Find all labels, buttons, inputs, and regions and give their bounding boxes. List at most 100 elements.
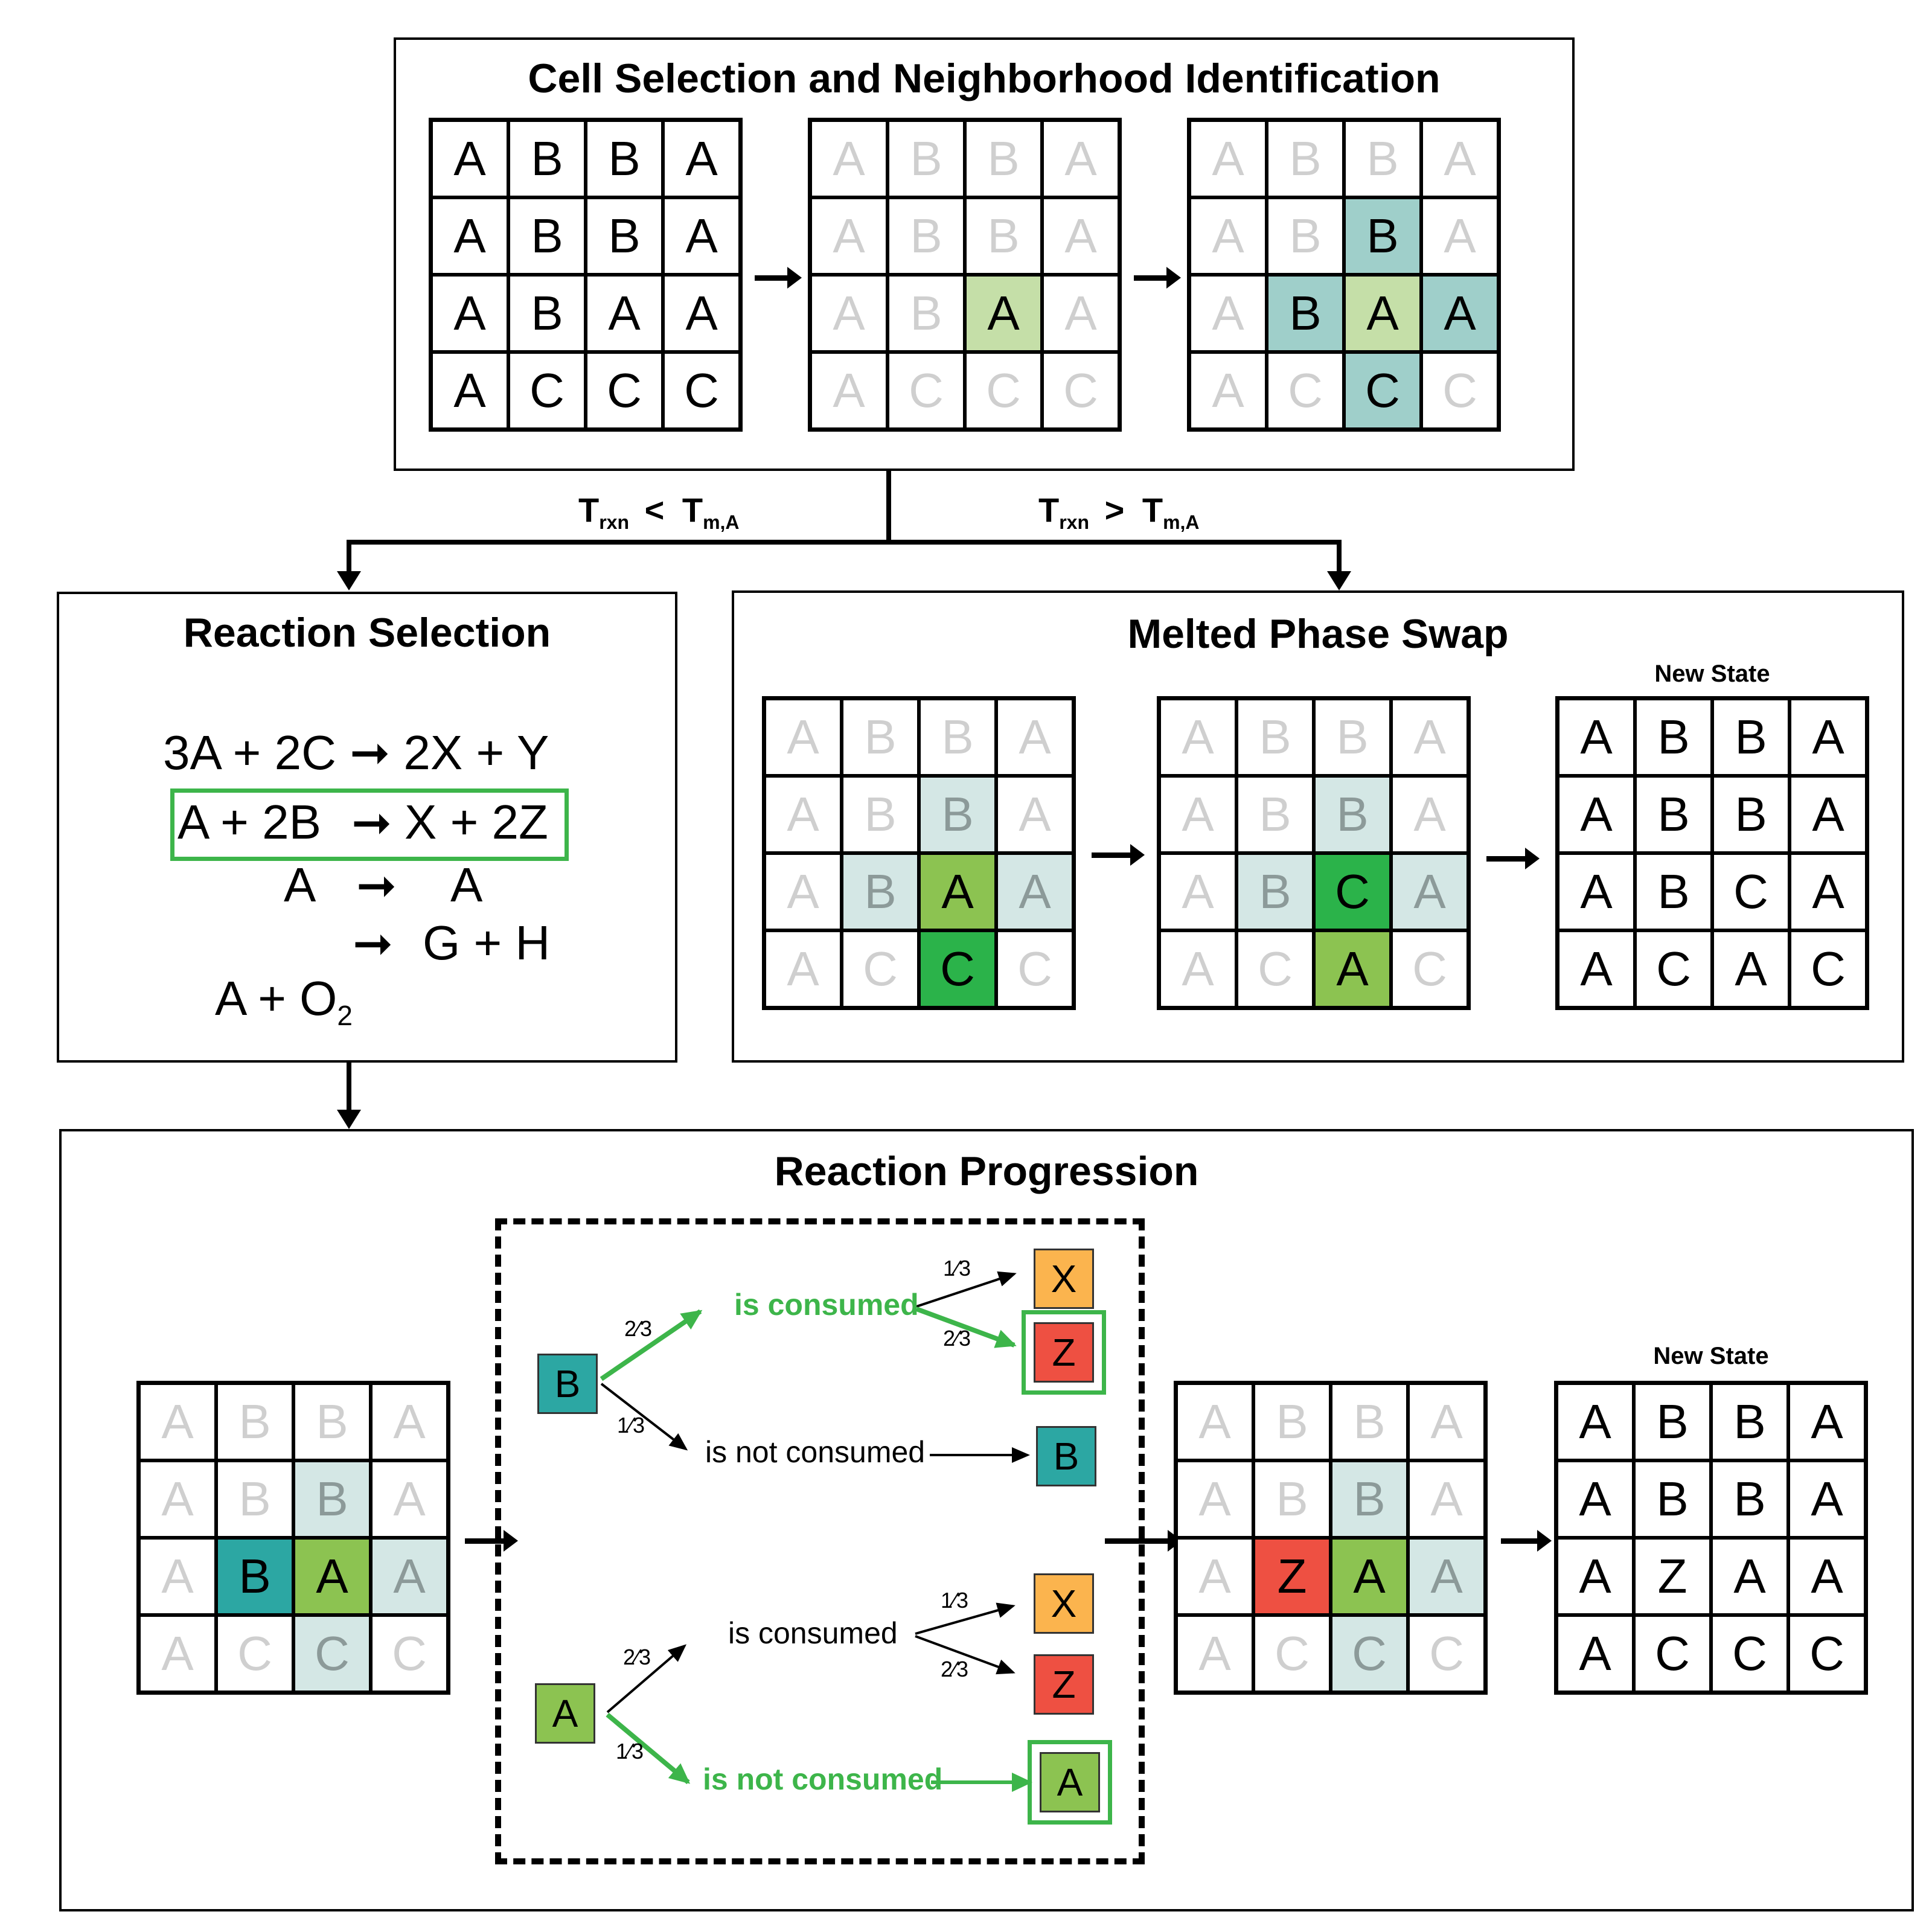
reaction-2-left: A + 2B (178, 795, 321, 849)
grid-cell: B (1713, 1385, 1786, 1459)
grid-cell: B (1637, 700, 1710, 774)
grid-cell: B (889, 277, 963, 350)
grid-cell: A (1410, 1462, 1483, 1536)
melted-arrow-2 (1486, 848, 1540, 869)
grid-cell: A (1044, 277, 1118, 350)
grid-cell: C (1714, 855, 1788, 929)
grid-cell: A (1558, 1462, 1632, 1536)
grid-cell: A (141, 1540, 214, 1613)
grid-cell: B (967, 122, 1040, 196)
grid-cell: B (587, 122, 661, 196)
b-not-consumed-label: is not consumed (705, 1435, 926, 1469)
grid-cell: B (1255, 1462, 1329, 1536)
grid-cell: A (1410, 1385, 1483, 1459)
grid-cell: A (1423, 277, 1497, 350)
grid-cell: A (1191, 199, 1265, 273)
grid-cell: A (1393, 855, 1467, 929)
grid-cell: A (1423, 122, 1497, 196)
grid-cell: A (1790, 1462, 1864, 1536)
grid-cell: A (1178, 1385, 1252, 1459)
grid-cell: B (510, 122, 584, 196)
selected-reaction-box (170, 788, 569, 861)
reaction-4-left: A + O2 (215, 971, 353, 1031)
grid-cell: B (1238, 700, 1312, 774)
grid-cell: C (1044, 354, 1118, 427)
grid-cell: A (1559, 700, 1633, 774)
grid-cell: A (1161, 855, 1235, 929)
branch-right-condition: Trxn > Tm,A (1038, 491, 1200, 534)
grid-cell: B (1268, 199, 1342, 273)
branch-left-condition: Trxn < Tm,A (578, 491, 740, 534)
grid-cell: A (1044, 199, 1118, 273)
grid-cell: A (812, 354, 886, 427)
grid-cell: A (766, 700, 840, 774)
melted-phase-title: Melted Phase Swap (1127, 611, 1509, 657)
reaction-2-right: X + 2Z (405, 795, 548, 849)
grid-cell: B (218, 1385, 292, 1459)
grid-cell: B (1332, 1385, 1406, 1459)
grid-cell: A (1559, 778, 1633, 851)
grid-cell: B (1714, 778, 1788, 851)
grid-cell: C (665, 354, 738, 427)
grid-cell: C (1791, 932, 1865, 1006)
grid-cell: B (1268, 122, 1342, 196)
grid-cell: A (433, 199, 507, 273)
grid-cell: A (998, 778, 1072, 851)
b-is-consumed-label: is consumed (734, 1288, 919, 1322)
reaction-2-arrow: ➞ (351, 796, 392, 849)
grid-cell: A (1316, 932, 1389, 1006)
progression-arrow-1 (465, 1530, 518, 1552)
grid-cell: C (1636, 1617, 1709, 1690)
grid-cell: C (1637, 932, 1710, 1006)
grid-cell: A (1044, 122, 1118, 196)
grid-cell: B (295, 1462, 369, 1536)
grid-cell: C (921, 932, 994, 1006)
grid-cell: A (1161, 778, 1235, 851)
grid-cell: C (1332, 1617, 1406, 1690)
grid-cell: B (510, 277, 584, 350)
progression-arrow-2 (1105, 1530, 1182, 1552)
grid-cell: B (1316, 778, 1389, 851)
outcome-z-from-a: Z (1034, 1654, 1094, 1715)
grid-cell: B (1268, 277, 1342, 350)
grid-cell: A (373, 1385, 446, 1459)
grid-cell: A (1559, 855, 1633, 929)
reaction-3-left: A (284, 858, 316, 912)
a-not-consumed-label: is not consumed (703, 1762, 943, 1796)
grid-cell: B (295, 1385, 369, 1459)
grid-cell: A (1558, 1617, 1632, 1690)
grid-cell: A (1558, 1385, 1632, 1459)
grid-cell: A (1791, 855, 1865, 929)
grid-cell: A (1410, 1540, 1483, 1613)
grid-cell: B (1346, 199, 1419, 273)
grid-cell: B (218, 1462, 292, 1536)
cell-selection-title: Cell Selection and Neighborhood Identifi… (528, 56, 1441, 101)
grid-cell: C (998, 932, 1072, 1006)
grid-cell: A (665, 122, 738, 196)
progression-new-state-label: New State (1653, 1343, 1769, 1369)
grid-cell: A (812, 199, 886, 273)
grid-cell: A (141, 1462, 214, 1536)
grid-cell: C (967, 354, 1040, 427)
top-arrow-2 (1134, 267, 1181, 289)
grid-cell: B (1238, 855, 1312, 929)
grid-cell: B (1636, 1385, 1709, 1459)
grid-cell: A (1332, 1540, 1406, 1613)
grid-cell: B (921, 700, 994, 774)
grid-cell: A (1423, 199, 1497, 273)
grid-cell: B (1316, 700, 1389, 774)
grid-cell: B (1332, 1462, 1406, 1536)
grid-cell: A (665, 277, 738, 350)
grid-cell: B (889, 199, 963, 273)
frac-b-consumed: 2⁄3 (624, 1316, 653, 1341)
a-is-consumed-label: is consumed (728, 1616, 898, 1650)
grid-cell: B (587, 199, 661, 273)
